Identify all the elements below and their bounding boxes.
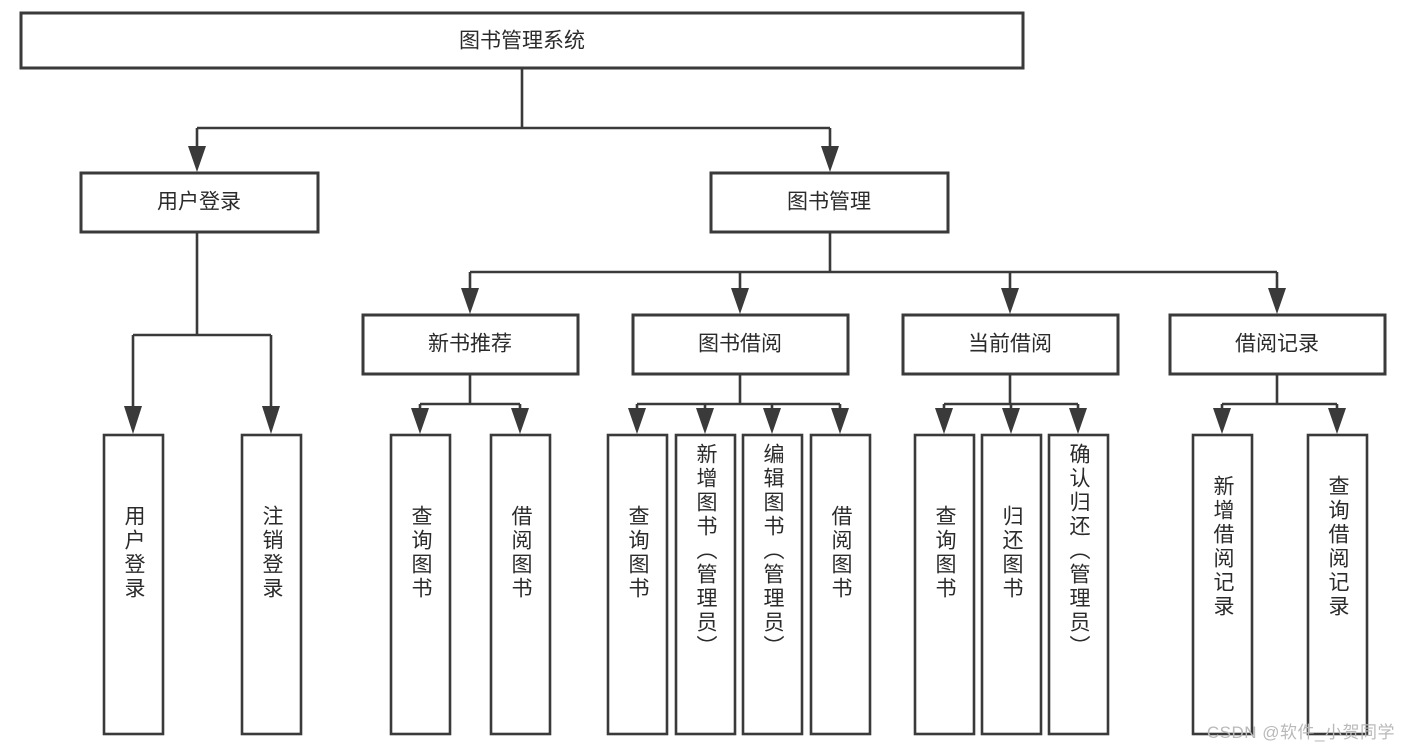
node-user-login-rect[interactable] xyxy=(79,171,320,234)
arrow-head-leaf-query-record xyxy=(1328,408,1346,434)
watermark-text: CSDN @软件_小贺同学 xyxy=(1206,723,1395,742)
arrow-head-leaf-add-record xyxy=(1213,408,1231,434)
arrow-head-leaf-query-book-2 xyxy=(628,408,646,434)
node-borrow-record[interactable]: 借阅记录 xyxy=(1168,313,1387,376)
leaf-user-logout-rect[interactable] xyxy=(240,433,303,736)
node-book-manage-rect[interactable] xyxy=(709,171,950,234)
node-borrow-record-label: 借阅记录 xyxy=(1235,333,1319,356)
connector-group-book-manage xyxy=(461,232,1286,314)
arrow-head-new-book-recommend xyxy=(461,288,479,314)
leaf-rects-current-borrow xyxy=(913,433,1110,736)
connector-group-book-borrow xyxy=(628,375,849,434)
node-root-rect[interactable] xyxy=(19,11,1025,70)
arrow-head-leaf-borrow-book-1 xyxy=(511,408,529,434)
leaf-edit-book-rect[interactable] xyxy=(741,433,804,736)
connector-group-root xyxy=(188,68,839,172)
leaf-rects-borrow-record xyxy=(1191,433,1369,736)
node-new-book-recommend[interactable]: 新书推荐 xyxy=(361,313,580,376)
leaf-rects-book-borrow xyxy=(606,433,872,736)
arrow-head-leaf-borrow-book-2 xyxy=(831,408,849,434)
arrow-head-user-login xyxy=(188,146,206,172)
connector-group-new-book-recommend xyxy=(411,375,529,434)
arrow-head-borrow-record xyxy=(1268,288,1286,314)
leaf-borrow-book-2-rect[interactable] xyxy=(809,433,872,736)
leaf-query-book-1-rect[interactable] xyxy=(389,433,452,736)
connector-group-borrow-record xyxy=(1213,375,1346,434)
leaf-query-book-3-rect[interactable] xyxy=(913,433,976,736)
node-current-borrow[interactable]: 当前借阅 xyxy=(901,313,1120,376)
leaf-query-record-rect[interactable] xyxy=(1306,433,1369,736)
arrow-head-leaf-user-logout xyxy=(262,406,280,434)
node-book-borrow-label: 图书借阅 xyxy=(698,333,782,356)
node-new-book-recommend-label: 新书推荐 xyxy=(428,333,512,356)
node-current-borrow-rect[interactable] xyxy=(901,313,1120,376)
arrow-head-book-manage xyxy=(821,146,839,172)
arrow-head-leaf-confirm-return xyxy=(1069,408,1087,434)
node-book-borrow[interactable]: 图书借阅 xyxy=(631,313,850,376)
arrow-head-leaf-return-book xyxy=(1002,408,1020,434)
leaf-user-login-rect[interactable] xyxy=(102,433,165,736)
leaf-borrow-book-1-rect[interactable] xyxy=(489,433,552,736)
leaf-rects-new-book-recommend xyxy=(389,433,552,736)
arrow-head-leaf-add-book xyxy=(696,408,714,434)
node-user-login[interactable]: 用户登录 xyxy=(79,171,320,234)
arrow-head-leaf-edit-book xyxy=(763,408,781,434)
node-book-manage-label: 图书管理 xyxy=(787,191,871,214)
node-root-label: 图书管理系统 xyxy=(459,30,585,53)
node-borrow-record-rect[interactable] xyxy=(1168,313,1387,376)
leaf-add-record-rect[interactable] xyxy=(1191,433,1254,736)
connector-group-user-login xyxy=(124,232,280,434)
leaf-query-book-2-rect[interactable] xyxy=(606,433,669,736)
node-new-book-recommend-rect[interactable] xyxy=(361,313,580,376)
leaf-confirm-return-rect[interactable] xyxy=(1047,433,1110,736)
node-current-borrow-label: 当前借阅 xyxy=(968,333,1052,356)
node-book-borrow-rect[interactable] xyxy=(631,313,850,376)
arrow-head-leaf-query-book-1 xyxy=(411,408,429,434)
arrow-head-book-borrow xyxy=(731,288,749,314)
node-user-login-label: 用户登录 xyxy=(157,191,241,214)
node-book-manage[interactable]: 图书管理 xyxy=(709,171,950,234)
leaf-rects-user-login xyxy=(102,433,303,736)
leaf-return-book-rect[interactable] xyxy=(980,433,1043,736)
node-root[interactable]: 图书管理系统 xyxy=(19,11,1025,70)
arrow-head-leaf-user-login xyxy=(124,406,142,434)
arrow-head-leaf-query-book-3 xyxy=(935,408,953,434)
arrow-head-current-borrow xyxy=(1001,288,1019,314)
connector-group-current-borrow xyxy=(935,375,1087,434)
leaf-add-book-rect[interactable] xyxy=(674,433,737,736)
